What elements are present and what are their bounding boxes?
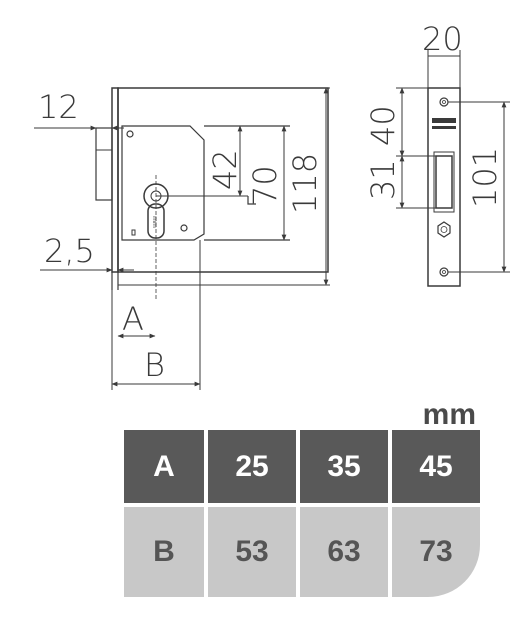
dimension-42: 42 [156, 125, 248, 197]
dim-label-101: 101 [466, 147, 504, 208]
dimension-70: 70 [246, 125, 287, 241]
dim-label-2-5: 2,5 [44, 232, 95, 270]
dim-label-31: 31 [364, 159, 402, 200]
dimension-b: B [111, 240, 201, 390]
dimension-12: 12 [34, 88, 124, 131]
dim-label-12: 12 [38, 88, 79, 126]
backset-table: A 25 35 45 B 53 63 73 [124, 430, 484, 598]
dimension-31: 31 [364, 155, 436, 209]
dim-label-20: 20 [422, 20, 463, 58]
dim-label-b: B [144, 346, 165, 384]
table-cell: 25 [208, 430, 296, 503]
table-cell: 53 [208, 507, 296, 597]
lock-front-view: mm [95, 87, 329, 300]
dim-label-42: 42 [206, 149, 244, 190]
dimension-40: 40 [364, 87, 428, 157]
unit-label: mm [422, 398, 476, 431]
faceplate-view [427, 87, 461, 287]
dimension-101: 101 [448, 101, 510, 273]
table-cell: 73 [392, 507, 480, 597]
dimension-20: 20 [422, 20, 463, 88]
table-cell: B [124, 507, 204, 597]
table-cell: 63 [300, 507, 388, 597]
table-cell: 35 [300, 430, 388, 503]
dimension-118: 118 [118, 87, 330, 286]
dimension-a: A [111, 290, 156, 390]
dim-label-118: 118 [286, 153, 324, 214]
table-cell: 45 [392, 430, 480, 503]
table-cell: A [124, 430, 204, 503]
svg-text:mm: mm [151, 216, 158, 228]
technical-drawing: mm 12 2,5 A B 42 70 [34, 20, 510, 390]
dim-label-40: 40 [364, 105, 402, 146]
dim-label-70: 70 [246, 165, 284, 206]
dimension-2-5: 2,5 [40, 232, 134, 273]
dim-label-a: A [122, 300, 144, 338]
